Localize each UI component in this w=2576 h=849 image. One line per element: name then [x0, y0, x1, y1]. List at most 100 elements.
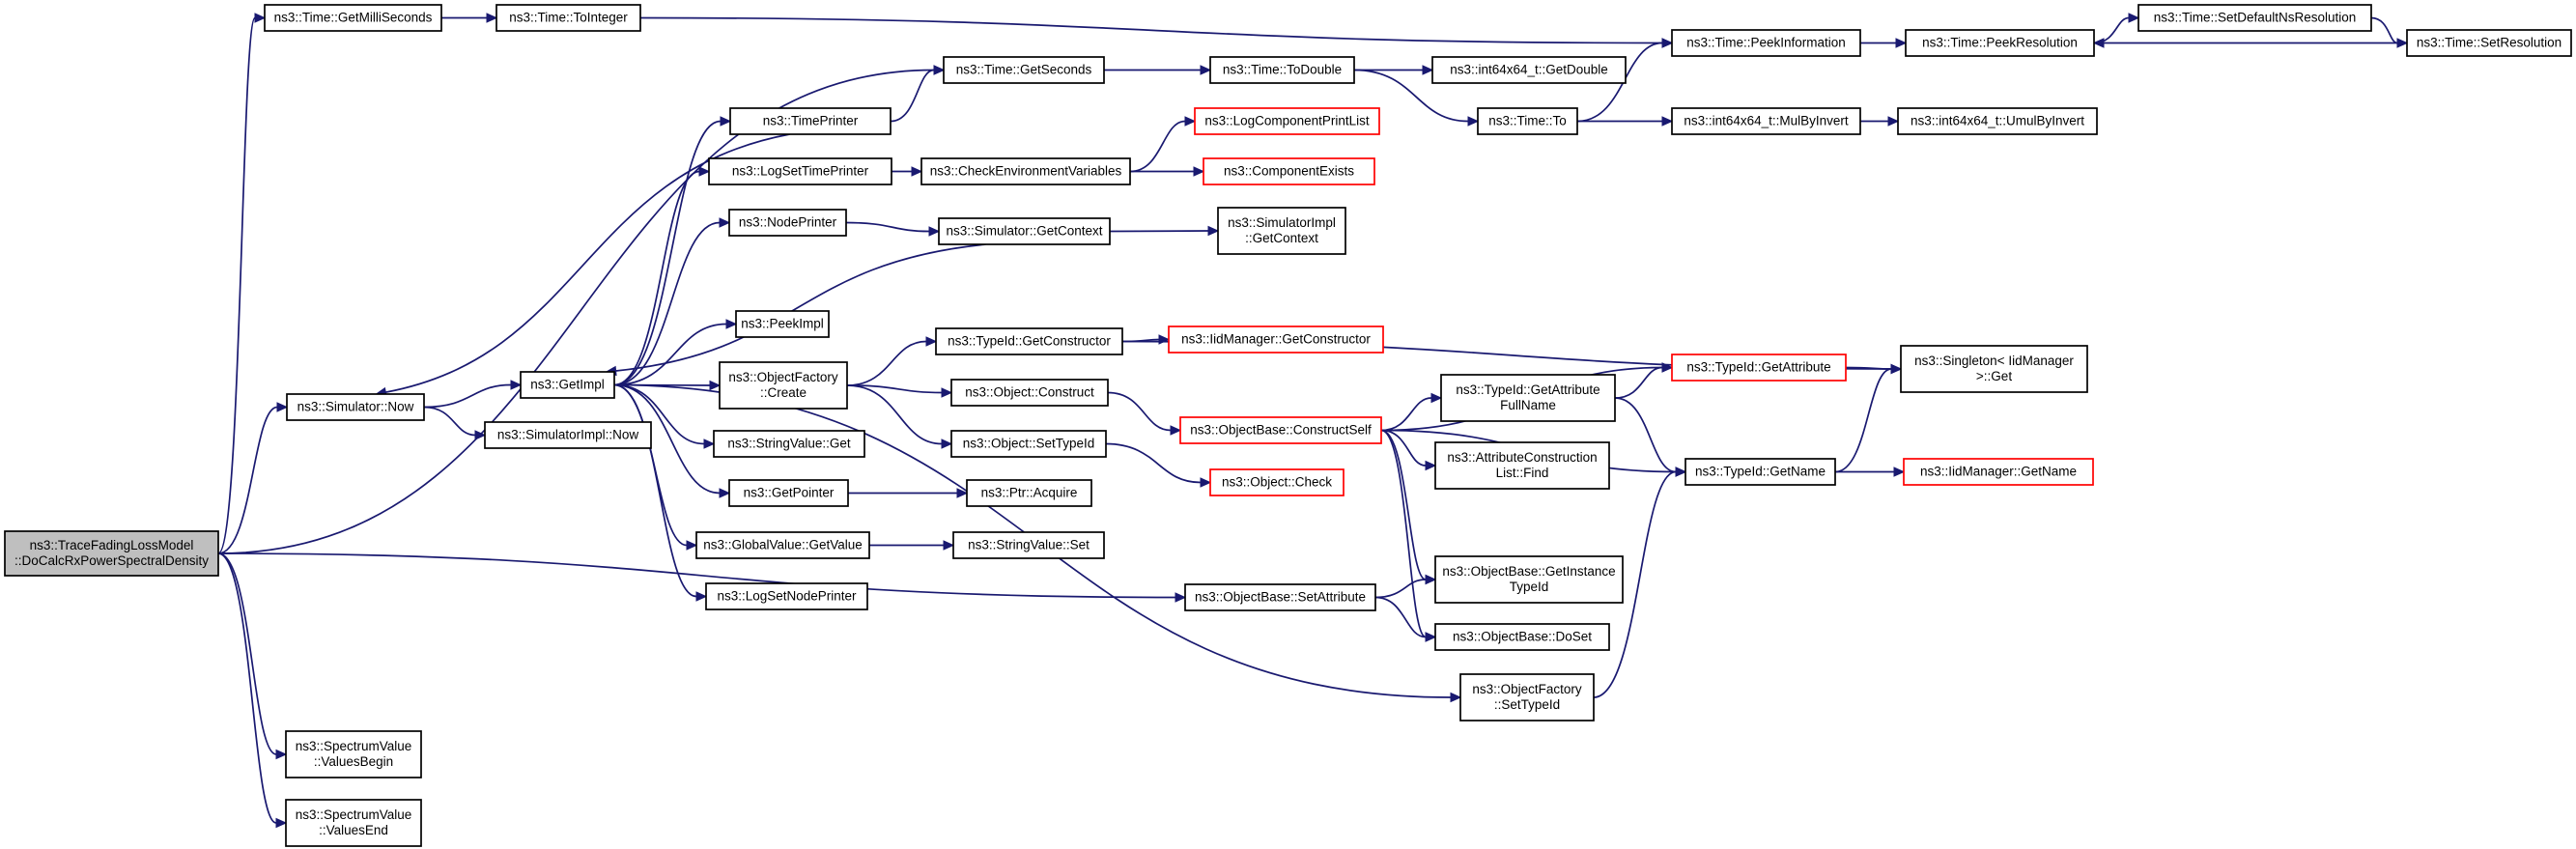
node-setdefaultns[interactable]: ns3::Time::SetDefaultNsResolution — [2137, 4, 2372, 32]
node-objconstruct[interactable]: ns3::Object::Construct — [950, 379, 1109, 407]
node-todouble[interactable]: ns3::Time::ToDouble — [1209, 56, 1355, 84]
node-tidgetname[interactable]: ns3::TypeId::GetName — [1684, 458, 1836, 486]
node-logsetnp[interactable]: ns3::LogSetNodePrinter — [705, 582, 868, 610]
node-label: ns3::TimePrinter — [763, 114, 859, 128]
node-ofsettid[interactable]: ns3::ObjectFactory::SetTypeId — [1459, 673, 1595, 722]
node-getimpl[interactable]: ns3::GetImpl — [520, 371, 615, 399]
node-box — [952, 531, 1105, 559]
node-label: ns3::Ptr::Acquire — [981, 486, 1078, 500]
arrowhead-getseconds-to-todouble — [1200, 65, 1212, 75]
node-label: ns3::ObjectFactory — [1472, 682, 1582, 696]
node-obdoset[interactable]: ns3::ObjectBase::DoSet — [1434, 623, 1610, 651]
node-tidgetctor[interactable]: ns3::TypeId::GetConstructor — [935, 327, 1123, 355]
node-obsetattr[interactable]: ns3::ObjectBase::SetAttribute — [1184, 583, 1376, 611]
node-setres[interactable]: ns3::Time::SetResolution — [2406, 29, 2572, 57]
node-box — [1905, 29, 2095, 57]
node-box — [1168, 325, 1384, 354]
arrowhead-simnow-to-getimpl — [510, 380, 523, 390]
edge-getimpl-to-getpointer — [613, 383, 721, 495]
node-iidgetname[interactable]: ns3::IidManager::GetName — [1903, 458, 2094, 486]
node-getms[interactable]: ns3::Time::GetMilliSeconds — [264, 4, 442, 32]
edge-ofcreate-to-objconstruct — [846, 384, 943, 394]
node-gvgetvalue[interactable]: ns3::GlobalValue::GetValue — [695, 531, 870, 559]
node-compexists[interactable]: ns3::ComponentExists — [1203, 157, 1375, 185]
edge-getimpl-to-gvgetvalue — [613, 383, 688, 547]
edge-root-to-getms — [217, 16, 256, 554]
node-box — [1184, 583, 1376, 611]
node-svend[interactable]: ns3::SpectrumValue::ValuesEnd — [285, 799, 422, 847]
arrowhead-root-to-svend — [275, 817, 288, 829]
node-box — [1671, 107, 1861, 135]
arrowhead-getimpl-to-logsetnp — [695, 591, 708, 602]
node-ptracquire[interactable]: ns3::Ptr::Acquire — [966, 479, 1092, 507]
node-box — [719, 361, 848, 410]
node-label: TypeId — [1510, 580, 1549, 594]
node-label: ns3::ObjectBase::DoSet — [1453, 630, 1592, 644]
node-iidgetctor[interactable]: ns3::IidManager::GetConstructor — [1168, 325, 1384, 354]
node-root[interactable]: ns3::TraceFadingLossModel::DoCalcRxPower… — [4, 530, 219, 577]
node-simimplgetctx[interactable]: ns3::SimulatorImpl::GetContext — [1217, 207, 1346, 255]
node-label: ns3::Time::PeekInformation — [1686, 36, 1846, 50]
node-label: ns3::Simulator::Now — [297, 400, 414, 414]
node-box — [950, 430, 1107, 458]
edge-obconstructself-to-obgetinsttid — [1380, 429, 1427, 580]
node-singleton[interactable]: ns3::Singleton< IidManager >::Get — [1900, 345, 2088, 393]
node-label: ns3::LogSetTimePrinter — [732, 164, 869, 179]
node-simimplnow[interactable]: ns3::SimulatorImpl::Now — [484, 421, 652, 449]
node-mulbyinvert[interactable]: ns3::int64x64_t::MulByInvert — [1671, 107, 1861, 135]
edge-tidgetattrfull-to-tidgetattr — [1614, 366, 1663, 399]
node-box — [484, 421, 652, 449]
arrowhead-objconstruct-to-obconstructself — [1170, 425, 1182, 436]
node-box — [285, 730, 422, 778]
node-obconstructself[interactable]: ns3::ObjectBase::ConstructSelf — [1179, 416, 1382, 444]
node-box — [1897, 107, 2098, 135]
node-label: >::Get — [1976, 369, 2012, 383]
node-ofcreate[interactable]: ns3::ObjectFactory::Create — [719, 361, 848, 410]
node-getpointer[interactable]: ns3::GetPointer — [728, 479, 849, 507]
node-getseconds[interactable]: ns3::Time::GetSeconds — [943, 56, 1105, 84]
node-box — [713, 430, 865, 458]
node-label: ns3::TypeId::GetName — [1695, 465, 1826, 479]
node-peekres[interactable]: ns3::Time::PeekResolution — [1905, 29, 2095, 57]
node-objcheck[interactable]: ns3::Object::Check — [1209, 468, 1345, 496]
arrowhead-simnow-to-simimplnow — [474, 430, 487, 440]
node-logsettp[interactable]: ns3::LogSetTimePrinter — [708, 157, 892, 185]
node-strvalset[interactable]: ns3::StringValue::Set — [952, 531, 1105, 559]
node-checkenv[interactable]: ns3::CheckEnvironmentVariables — [920, 157, 1131, 185]
node-i64getdouble[interactable]: ns3::int64x64_t::GetDouble — [1431, 56, 1627, 84]
edge-simnow-to-getimpl — [423, 383, 512, 409]
node-box — [1459, 673, 1595, 722]
node-peekinfo[interactable]: ns3::Time::PeekInformation — [1671, 29, 1861, 57]
node-label: ::GetContext — [1245, 231, 1318, 245]
node-simnow[interactable]: ns3::Simulator::Now — [286, 393, 425, 421]
edge-objsettid-to-objcheck — [1105, 442, 1202, 484]
node-box — [728, 479, 849, 507]
arrowhead-mulbyinvert-to-umulbyinvert — [1887, 116, 1900, 127]
node-label: ns3::NodePrinter — [739, 215, 837, 230]
node-box — [728, 209, 847, 237]
node-timeprinter[interactable]: ns3::TimePrinter — [729, 107, 892, 135]
node-nodeprinter[interactable]: ns3::NodePrinter — [728, 209, 847, 237]
node-box — [708, 157, 892, 185]
node-strvalget[interactable]: ns3::StringValue::Get — [713, 430, 865, 458]
node-tidgetattr[interactable]: ns3::TypeId::GetAttribute — [1671, 354, 1847, 382]
node-umulbyinvert[interactable]: ns3::int64x64_t::UmulByInvert — [1897, 107, 2098, 135]
arrowhead-tidgetname-to-iidgetname — [1893, 467, 1906, 477]
node-objsettid[interactable]: ns3::Object::SetTypeId — [950, 430, 1107, 458]
arrowhead-getimpl-to-peekimpl — [725, 319, 738, 329]
node-logcpl[interactable]: ns3::LogComponentPrintList — [1194, 107, 1380, 135]
node-timeto[interactable]: ns3::Time::To — [1477, 107, 1578, 135]
node-label: ns3::TypeId::GetAttribute — [1686, 360, 1830, 375]
node-peekimpl[interactable]: ns3::PeekImpl — [735, 310, 830, 338]
node-label: ns3::GetImpl — [530, 378, 605, 392]
node-svbegin[interactable]: ns3::SpectrumValue::ValuesBegin — [285, 730, 422, 778]
node-tointeger[interactable]: ns3::Time::ToInteger — [495, 4, 641, 32]
node-box — [729, 107, 892, 135]
edge-root-to-simnow — [217, 406, 278, 554]
node-simgetctx[interactable]: ns3::Simulator::GetContext — [938, 217, 1111, 245]
edge-obsetattr-to-obgetinsttid — [1374, 579, 1427, 599]
